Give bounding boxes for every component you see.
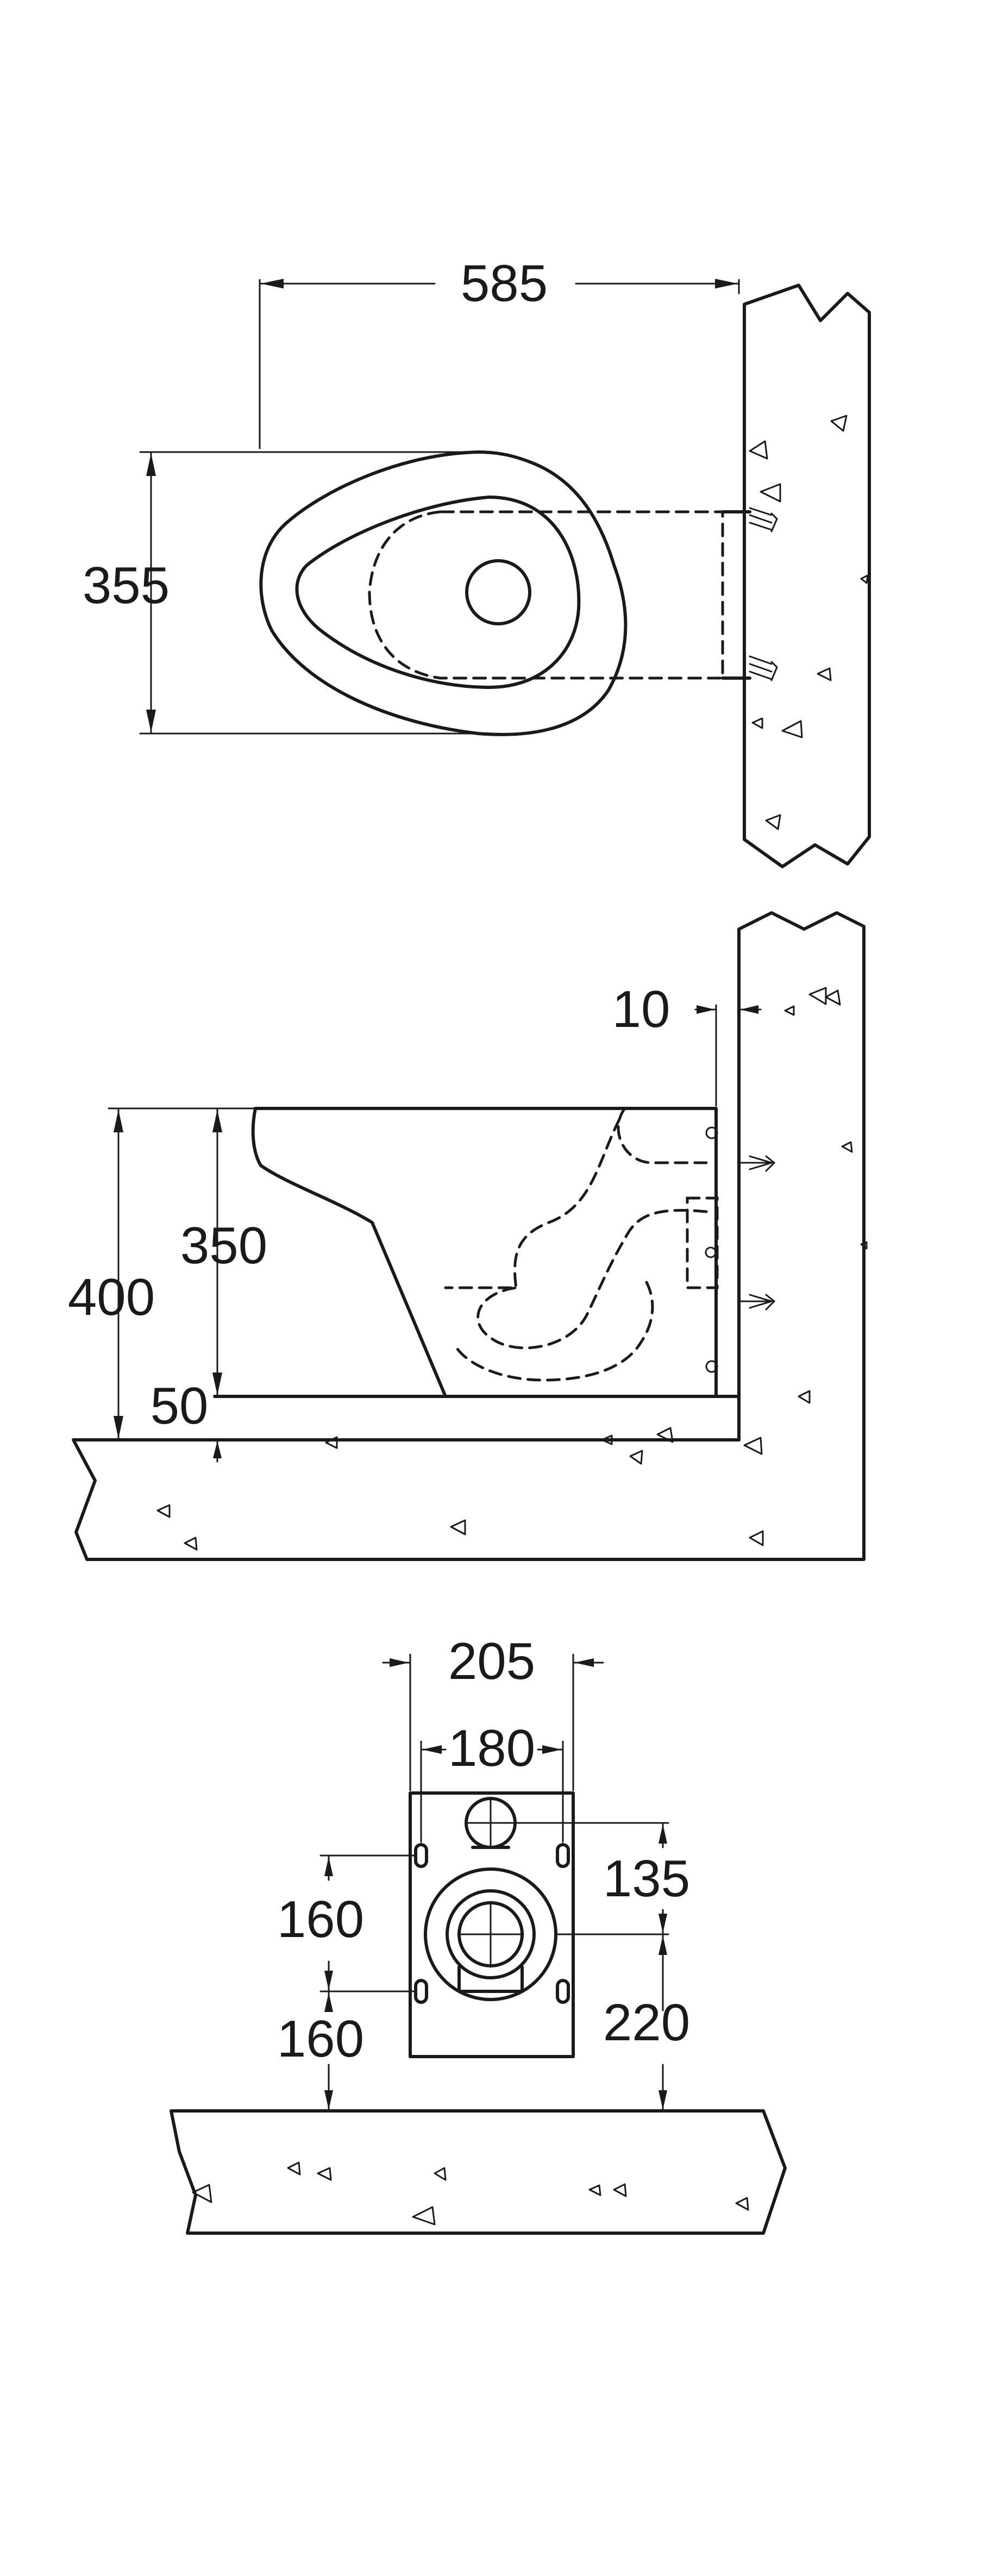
dim-350: 350 [180, 1108, 267, 1396]
bracket-slot-bottom-right [556, 1979, 570, 2004]
top-view-bowl-opening [295, 496, 581, 689]
bracket-view-floor-aggregate [192, 2161, 749, 2226]
bracket-slot-top-left [414, 1843, 428, 1868]
top-view-bowl-rim [259, 450, 628, 736]
top-view-drain [465, 559, 531, 625]
dim-355: 355 [83, 451, 479, 735]
bracket-slot-bottom-left [414, 1979, 428, 2004]
bracket-main-outlet [424, 1867, 557, 2001]
side-view-fixing-hole-mid [705, 1246, 717, 1258]
side-view-wall-bolt-lower [738, 1294, 776, 1311]
dim-label-585: 585 [461, 254, 548, 312]
dim-label-350: 350 [180, 1217, 267, 1275]
dim-50: 50 [151, 1377, 222, 1463]
side-view-fixing-hole [705, 1126, 718, 1139]
bracket-plate [409, 1791, 575, 2058]
dim-label-50: 50 [151, 1377, 209, 1435]
bracket-slot-top-right [556, 1843, 570, 1868]
dim-160-spacing: 160 [277, 1854, 417, 1992]
top-view-wall-bolt-upper [721, 507, 778, 532]
top-view-wall [743, 284, 871, 868]
top-view-wall-bolt-lower [721, 655, 778, 681]
side-view-hidden-trap [444, 1107, 708, 1382]
side-view: 10 400 350 50 [68, 911, 868, 1561]
bracket-upper-pipe [465, 1797, 517, 1849]
dim-160-floor: 160 [277, 1991, 364, 2111]
side-view-wall-bolt-upper [738, 1155, 776, 1172]
top-view-wall-aggregate [749, 415, 869, 830]
top-view: 585 355 [83, 254, 871, 868]
dim-label-160-floor: 160 [277, 2010, 364, 2068]
dim-135: 135 [515, 1822, 690, 1935]
dim-label-180: 180 [448, 1719, 535, 1777]
side-view-hidden-bracket [686, 1196, 719, 1289]
dim-label-135: 135 [603, 1850, 690, 1908]
side-view-bowl [251, 1107, 718, 1398]
dim-220: 220 [603, 1934, 690, 2111]
dim-180: 180 [420, 1719, 564, 1843]
dim-205: 205 [382, 1632, 604, 1791]
side-view-fixing-hole-low [705, 1360, 718, 1373]
side-view-aggregate [156, 987, 868, 1551]
bracket-view: 205 180 135 220 [170, 1632, 787, 2235]
dim-label-355: 355 [83, 556, 170, 615]
dim-10: 10 [612, 980, 762, 1107]
dim-585: 585 [259, 254, 740, 449]
dim-label-160-spacing: 160 [277, 1890, 364, 1948]
bracket-view-floor [170, 2109, 787, 2235]
dim-label-400: 400 [68, 1268, 155, 1326]
dim-400: 400 [68, 1107, 256, 1440]
dim-label-220: 220 [603, 1994, 690, 2052]
dim-label-10: 10 [612, 980, 670, 1038]
top-view-hidden-outlet [368, 510, 724, 680]
dim-label-205: 205 [448, 1632, 535, 1690]
